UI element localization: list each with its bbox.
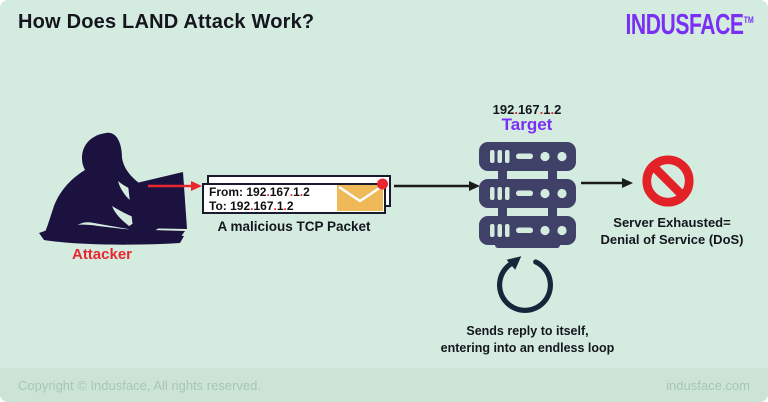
packet-from-line: From: 192.167.1.2 (209, 185, 310, 199)
loop-caption-line1: Sends reply to itself, (466, 324, 589, 338)
packet-to-line: To: 192.167.1.2 (209, 198, 294, 213)
packet-caption: A malicious TCP Packet (217, 219, 371, 234)
dos-result-line1: Server Exhausted= (613, 215, 731, 230)
attack-arrow-icon (148, 181, 202, 191)
copyright-text: Copyright © Indusface, All rights reserv… (18, 377, 261, 393)
prohibition-icon (642, 155, 694, 207)
loop-caption: Sends reply to itself, entering into an … (440, 323, 615, 356)
target-label: Target (501, 115, 553, 134)
loop-caption-line2: entering into an endless loop (440, 340, 615, 355)
dos-result-line2: Denial of Service (DoS) (600, 232, 744, 247)
attacker-label: Attacker (71, 246, 133, 263)
server-icon (479, 142, 576, 248)
footer-bar: Copyright © Indusface, All rights reserv… (0, 368, 768, 402)
trademark-symbol: TM (743, 14, 754, 26)
site-link[interactable]: indusface.com (666, 377, 750, 393)
tcp-packet-box: From: 192.167.1.2 To: 192.167.1.2 (202, 183, 386, 214)
loop-arrow-icon (497, 256, 553, 313)
target-ip: 192.167.1.2 (492, 102, 562, 117)
server-to-dos-arrow-icon (581, 178, 633, 188)
indusface-logo: INDUSFACETM (626, 9, 754, 42)
dos-result-text: Server Exhausted= Denial of Service (DoS… (587, 214, 757, 248)
packet-to-server-arrow-icon (394, 181, 480, 191)
page-title: How Does LAND Attack Work? (18, 11, 315, 33)
brand-name: INDUSFACE (625, 9, 745, 41)
envelope-icon (337, 178, 388, 211)
